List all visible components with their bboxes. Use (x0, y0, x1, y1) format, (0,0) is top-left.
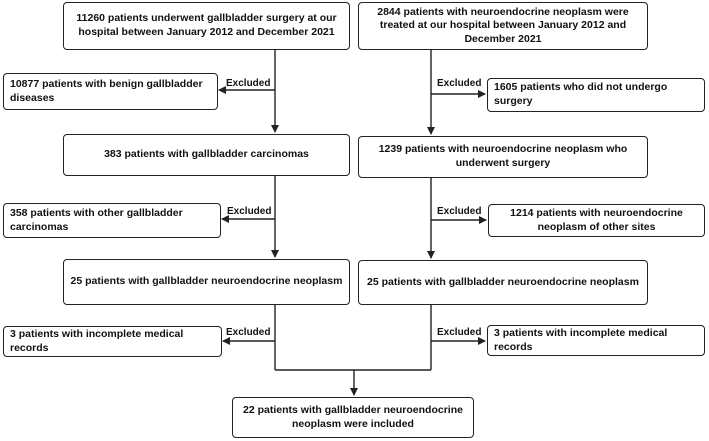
right-start-box: 2844 patients with neuroendocrine neopla… (358, 2, 648, 50)
right-step-box-1: 1239 patients with neuroendocrine neopla… (358, 136, 648, 178)
right-step-box-2: 25 patients with gallbladder neuroendocr… (358, 260, 648, 305)
right-excluded-label-3: Excluded (437, 327, 482, 338)
right-excluded-label-1: Excluded (437, 78, 482, 89)
left-excluded-label-2: Excluded (227, 206, 272, 217)
right-excluded-box-3: 3 patients with incomplete medical recor… (487, 325, 705, 356)
left-step-box-2: 25 patients with gallbladder neuroendocr… (63, 259, 350, 305)
left-excluded-box-2: 358 patients with other gallbladder carc… (3, 203, 221, 238)
left-step-box-1: 383 patients with gallbladder carcinomas (63, 134, 350, 176)
right-excluded-label-2: Excluded (437, 206, 482, 217)
left-excluded-box-1: 10877 patients with benign gallbladder d… (3, 73, 218, 110)
left-excluded-label-1: Excluded (226, 78, 271, 89)
final-box: 22 patients with gallbladder neuroendocr… (232, 397, 474, 438)
right-excluded-box-2: 1214 patients with neuroendocrine neopla… (488, 204, 705, 237)
left-excluded-box-3: 3 patients with incomplete medical recor… (3, 326, 222, 357)
right-excluded-box-1: 1605 patients who did not undergo surger… (487, 78, 705, 112)
left-start-box: 11260 patients underwent gallbladder sur… (63, 2, 350, 50)
left-excluded-label-3: Excluded (226, 327, 271, 338)
